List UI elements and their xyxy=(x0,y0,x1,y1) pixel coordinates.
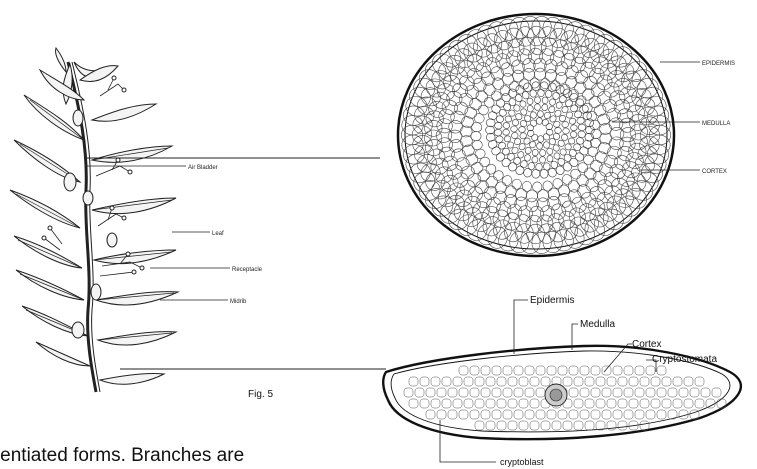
label-midrib: Midrib xyxy=(230,299,247,305)
label-medulla-upper: MEDULLA xyxy=(702,121,730,127)
label-leaf: Leaf xyxy=(212,231,224,237)
label-cortex-lower: Cortex xyxy=(632,339,661,350)
label-cortex-upper: CORTEX xyxy=(702,169,727,175)
label-cryptoblast: cryptoblast xyxy=(500,457,544,467)
label-air-bladder: Air Bladder xyxy=(188,165,218,171)
label-medulla-lower: Medulla xyxy=(580,319,615,330)
label-receptacle: Receptacle xyxy=(232,267,263,273)
plant-leader-lines xyxy=(86,166,230,300)
body-text-fragment: ferentiated forms. Branches are xyxy=(0,445,244,467)
fucus-plant-illustration xyxy=(10,48,178,392)
figure-caption: Fig. 5 xyxy=(248,389,273,400)
label-epidermis-lower: Epidermis xyxy=(530,295,574,306)
stipe-cross-section xyxy=(398,14,674,256)
label-epidermis-upper: EPIDERMIS xyxy=(702,61,735,67)
label-cryptostomata: Cryptostomata xyxy=(652,354,717,365)
